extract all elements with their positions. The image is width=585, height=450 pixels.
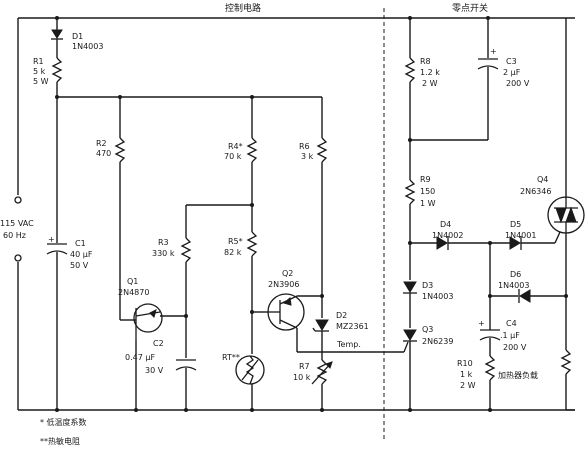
d1-ref: D1 (72, 32, 83, 41)
resistor-r9 (404, 179, 416, 205)
c2-val2: 30 V (145, 366, 164, 375)
r3-ref: R3 (158, 238, 169, 247)
d2-ref: D2 (336, 311, 347, 320)
q4-ref: Q4 (537, 175, 548, 184)
source-terminal-bottom (14, 254, 22, 262)
r1-ref: R1 (33, 57, 44, 66)
c4-val2: 200 V (503, 343, 527, 352)
resistor-r5 (246, 231, 258, 257)
c3-ref: C3 (506, 57, 517, 66)
svg-text:+: + (48, 235, 55, 244)
thermistor-rt (235, 355, 265, 385)
c2-val1: 0.47 μF (125, 353, 155, 362)
c4-ref: C4 (506, 319, 517, 328)
footnote-low-tempco: * 低温度系数 (40, 417, 87, 427)
d6-ref: D6 (510, 270, 521, 279)
r5-ref: R5* (228, 237, 243, 246)
q2-ref: Q2 (282, 269, 293, 278)
source-voltage: 115 VAC (0, 219, 34, 228)
q3-value: 2N6239 (422, 337, 453, 346)
capacitor-c4: + (478, 319, 501, 341)
resistor-r8 (404, 57, 416, 83)
q3-ref: Q3 (422, 325, 433, 334)
diode-d6 (518, 289, 531, 303)
svg-text:+: + (490, 47, 497, 56)
r8-ref: R8 (420, 57, 431, 66)
transistor-q2 (267, 293, 305, 331)
r5-value: 82 k (224, 248, 242, 257)
r4-ref: R4* (228, 142, 243, 151)
d5-value: 1N4001 (505, 231, 536, 240)
d3-value: 1N4003 (422, 292, 453, 301)
load-label: 加热器负载 (498, 370, 538, 380)
r8-val2: 2 W (422, 79, 438, 88)
transistor-q1 (133, 303, 163, 340)
r8-val1: 1.2 k (420, 68, 440, 77)
d2-value: MZ2361 (336, 322, 369, 331)
c3-val1: 2 μF (503, 68, 521, 77)
q2-value: 2N3906 (268, 280, 299, 289)
capacitor-c1: + (46, 235, 68, 255)
c2-ref: C2 (153, 339, 164, 348)
r2-ref: R2 (96, 139, 107, 148)
r10-ref: R10 (457, 359, 473, 368)
q4-value: 2N6346 (520, 187, 551, 196)
resistor-r2 (114, 137, 126, 163)
d2-extra: Temp. (336, 340, 361, 349)
c4-val1: .1 μF (500, 331, 520, 340)
heater-load (560, 349, 572, 375)
c1-val2: 50 V (70, 261, 89, 270)
r1-val1: 5 k (33, 67, 46, 76)
r4-value: 70 k (224, 152, 242, 161)
r9-val1: 150 (420, 187, 435, 196)
resistor-r1 (51, 57, 63, 83)
scr-q3 (403, 329, 417, 353)
rt-ref: RT** (222, 353, 240, 362)
header-control-circuit: 控制电路 (225, 2, 261, 14)
r3-value: 330 k (152, 249, 175, 258)
r9-val2: 1 W (420, 199, 436, 208)
source-frequency: 60 Hz (3, 231, 26, 240)
q4-gate-wire (554, 231, 561, 244)
r6-ref: R6 (299, 142, 310, 151)
d3-ref: D3 (422, 281, 433, 290)
resistor-r6 (316, 137, 328, 163)
zener-d2 (312, 319, 329, 332)
resistor-r3 (180, 237, 192, 263)
diode-d3 (403, 281, 417, 294)
d6-value: 1N4003 (498, 281, 529, 290)
resistor-r10 (484, 355, 496, 381)
triac-q4 (547, 196, 585, 234)
r6-value: 3 k (301, 152, 314, 161)
r2-value: 470 (96, 149, 111, 158)
r1-val2: 5 W (33, 77, 49, 86)
r7-value: 10 k (293, 373, 311, 382)
d4-value: 1N4002 (432, 231, 463, 240)
svg-text:+: + (478, 319, 485, 328)
c1-ref: C1 (75, 239, 86, 248)
q1-value: 2N4870 (118, 288, 149, 297)
capacitor-c3: + (477, 47, 499, 70)
r9-ref: R9 (420, 175, 431, 184)
d5-ref: D5 (510, 220, 521, 229)
d4-ref: D4 (440, 220, 451, 229)
r10-val2: 2 W (460, 381, 476, 390)
footnote-thermistor: **热敏电阻 (40, 436, 80, 446)
diode-d1 (51, 29, 63, 40)
c3-val2: 200 V (506, 79, 530, 88)
header-zero-switch: 零点开关 (452, 2, 488, 14)
resistor-r4 (246, 137, 258, 163)
c1-val1: 40 μF (70, 250, 93, 259)
q1-ref: Q1 (127, 277, 138, 286)
capacitor-c2 (175, 359, 197, 371)
resistor-r7 (311, 359, 333, 385)
source-terminal-top (14, 196, 22, 204)
d1-value: 1N4003 (72, 42, 103, 51)
r7-ref: R7 (299, 362, 310, 371)
r10-val1: 1 k (460, 370, 473, 379)
